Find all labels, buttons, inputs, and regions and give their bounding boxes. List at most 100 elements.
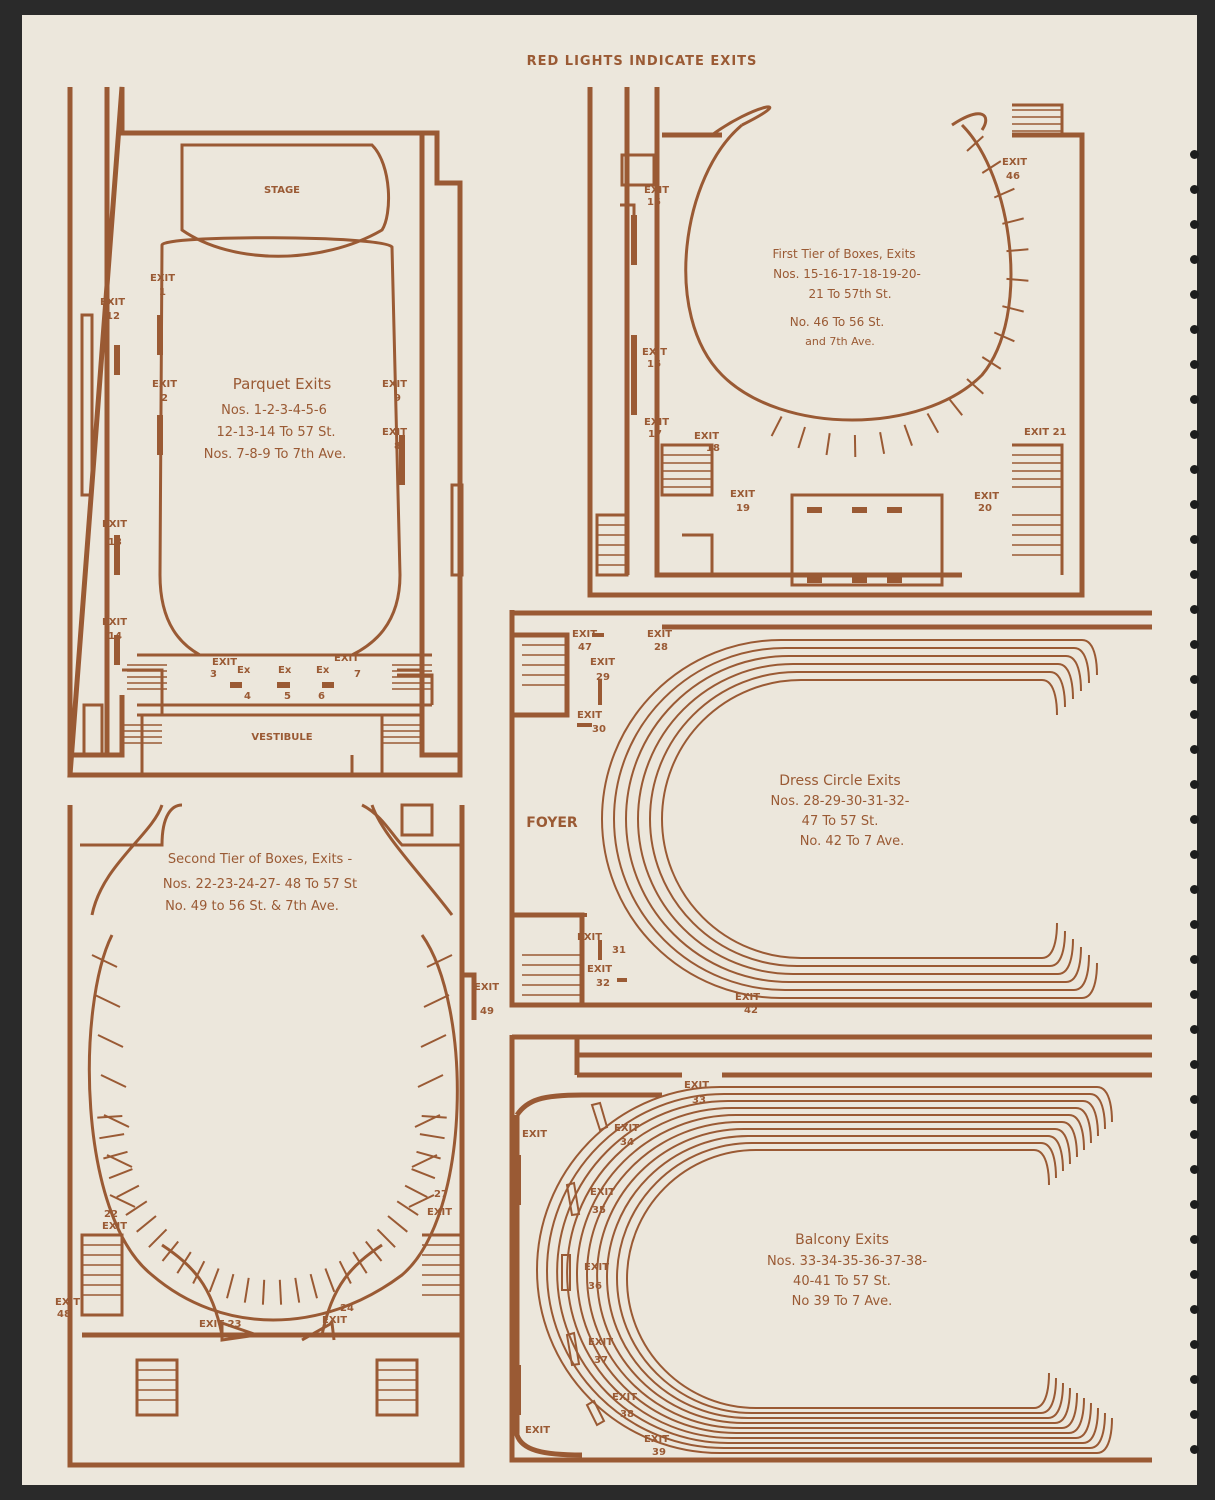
exit-label-word: EXIT	[614, 1123, 639, 1134]
seating-arc	[576, 1114, 1069, 1434]
box-divider	[100, 1074, 127, 1088]
exit-label-word: EXIT	[55, 1297, 80, 1308]
exit-label-word: EXIT	[584, 1262, 609, 1273]
binding-hole	[1190, 605, 1199, 614]
seating-arc-end	[1089, 1093, 1106, 1130]
box-divider	[797, 426, 806, 449]
dress-circle-line-3: No. 42 To 7 Ave.	[800, 834, 905, 849]
first-tier-line-2: 21 To 57th St.	[808, 287, 891, 301]
exit-21-label: EXIT 21	[1024, 427, 1067, 438]
binding-hole	[1190, 710, 1199, 719]
binding-hole	[1190, 990, 1199, 999]
binding-hole	[1190, 255, 1199, 264]
binding-hole	[1190, 150, 1199, 159]
exit-label-word: EXIT	[647, 629, 672, 640]
exit-3-number: 3	[210, 669, 217, 680]
box-divider	[408, 1194, 435, 1208]
exit-label-word: EXIT	[102, 519, 127, 530]
binding-hole	[1190, 325, 1199, 334]
seating-arc-end	[1047, 1135, 1064, 1172]
exit-19-number: 19	[736, 503, 750, 514]
seating-arc-end	[1065, 655, 1082, 692]
box-divider	[981, 160, 1002, 174]
seating-arc	[556, 1100, 1083, 1444]
box-divider	[387, 1215, 408, 1233]
box-divider	[426, 954, 453, 968]
seating-arc	[596, 1128, 1055, 1424]
exit-label-word: EXIT	[150, 273, 175, 284]
binding-hole	[1190, 1130, 1199, 1139]
binding-hole	[1190, 1235, 1199, 1244]
exit-label-word: EXIT	[100, 297, 125, 308]
seating-arc	[661, 679, 1042, 959]
ex-label-word: Ex	[237, 665, 251, 676]
program-page: RED LIGHTS INDICATE EXITS	[22, 15, 1199, 1485]
exit-label-word: EXIT	[644, 1434, 669, 1445]
parquet-title: Parquet Exits	[233, 375, 332, 393]
box-divider	[365, 1240, 383, 1262]
seating-arc-end	[1054, 1128, 1071, 1165]
seating-arc-end	[1065, 946, 1082, 983]
box-divider	[1002, 305, 1024, 313]
exit-1-number: 1	[159, 287, 166, 298]
seating-arc-end	[1061, 1392, 1078, 1429]
box-divider	[411, 1154, 438, 1168]
seating-arc-end	[1057, 663, 1074, 700]
exit-22-number: 22	[104, 1209, 118, 1220]
box-divider	[294, 1277, 301, 1303]
binding-hole	[1190, 640, 1199, 649]
ex-label-word: Ex	[316, 665, 330, 676]
exit-8-number: 8	[394, 441, 401, 452]
box-divider	[103, 1150, 128, 1160]
exit-label-word: EXIT	[525, 1425, 550, 1436]
dress-circle-seating-arcs	[601, 639, 1098, 999]
box-divider	[116, 1184, 140, 1198]
binding-hole	[1190, 885, 1199, 894]
seating-arc-end	[1040, 1377, 1057, 1414]
exit-16-number: 16	[647, 359, 661, 370]
exit-4-number: 4	[244, 691, 251, 702]
box-divider	[125, 1200, 148, 1216]
exit-49-number: 49	[480, 1006, 494, 1017]
binding-hole	[1190, 465, 1199, 474]
exit-29-number: 29	[596, 672, 610, 683]
balcony-line-2: 40-41 To 57 St.	[793, 1274, 891, 1289]
box-divider	[825, 433, 831, 456]
box-divider	[91, 954, 118, 968]
box-divider	[420, 1034, 447, 1048]
balcony-seating-arcs	[536, 1086, 1113, 1454]
seating-arc	[616, 1142, 1041, 1414]
seating-arc	[586, 1121, 1062, 1429]
dress-circle-title: Dress Circle Exits	[779, 773, 900, 789]
second-tier-floor-plan: Second Tier of Boxes, Exits - Nos. 22-23…	[55, 803, 499, 1468]
exit-30-number: 30	[592, 724, 606, 735]
box-divider	[192, 1260, 206, 1284]
box-divider	[94, 994, 121, 1008]
exit-label-word: EXIT	[694, 431, 719, 442]
seating-arc-end	[1089, 1412, 1106, 1449]
exit-label-word: EXIT	[684, 1080, 709, 1091]
exit-6-number: 6	[318, 691, 325, 702]
box-divider	[208, 1268, 220, 1293]
binding-hole	[1190, 920, 1199, 929]
box-divider	[423, 994, 450, 1008]
exit-label-word: EXIT	[522, 1129, 547, 1140]
binding-hole	[1190, 500, 1199, 509]
exit-label-word: EXIT	[642, 347, 667, 358]
exit-32-number: 32	[596, 978, 610, 989]
exit-28-number: 28	[654, 642, 668, 653]
first-tier-title: First Tier of Boxes, Exits	[772, 247, 915, 261]
seating-arc-end	[1054, 1387, 1071, 1424]
exit-12-number: 12	[106, 311, 120, 322]
binding-hole	[1190, 570, 1199, 579]
binding-hole	[1190, 675, 1199, 684]
binding-hole	[1190, 430, 1199, 439]
exit-46-number: 46	[1006, 171, 1020, 182]
exit-38-number: 38	[620, 1409, 634, 1420]
ex-label-word: Ex	[278, 665, 292, 676]
box-divider	[97, 1034, 124, 1048]
dress-circle-line-2: 47 To 57 St.	[802, 814, 879, 829]
exit-42-number: 42	[744, 1005, 758, 1016]
exit-label-word: EXIT	[644, 185, 669, 196]
exit-label-word: EXIT	[587, 964, 612, 975]
